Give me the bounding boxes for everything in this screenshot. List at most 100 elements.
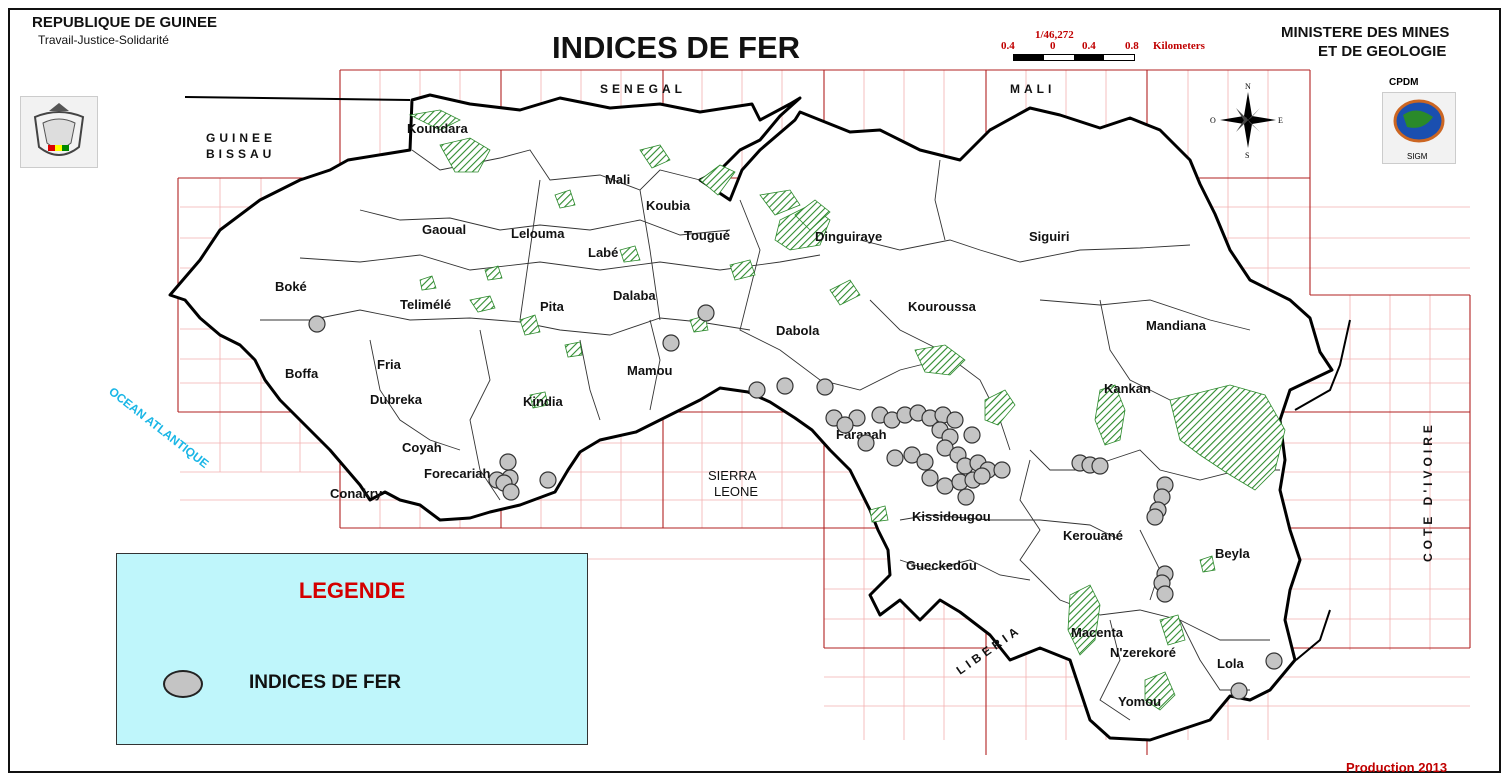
iron-index-point <box>936 477 954 495</box>
prefecture-labels: Koundara Mali Koubia Gaoual Lelouma Labé… <box>275 121 1250 709</box>
iron-index-point <box>748 381 766 399</box>
label-prefecture: Siguiri <box>1029 229 1069 244</box>
iron-index-point <box>776 377 794 395</box>
guinea-border <box>168 93 1334 742</box>
iron-index-point <box>836 416 854 434</box>
iron-index-point <box>1265 652 1283 670</box>
scale-tick-2: 0 <box>1050 40 1056 52</box>
map-frame <box>8 8 1501 773</box>
label-prefecture: N'zerekoré <box>1110 645 1176 660</box>
iron-index-point <box>1156 585 1174 603</box>
label-prefecture: Coyah <box>402 440 442 455</box>
label-prefecture: Mamou <box>627 363 673 378</box>
label-prefecture: Boffa <box>285 366 319 381</box>
neighbour-borders <box>184 96 1351 661</box>
label-prefecture: Lola <box>1217 656 1244 671</box>
country-name: REPUBLIQUE DE GUINEE <box>32 14 218 31</box>
iron-index-point <box>946 411 964 429</box>
cpdm-logo: CPDM SIGM <box>1382 77 1456 164</box>
compass-w: O <box>1210 116 1216 125</box>
iron-index-point <box>539 471 557 489</box>
label-sierra-leone-1: SIERRA <box>708 468 757 483</box>
label-prefecture: Labé <box>588 245 618 260</box>
label-prefecture: Kindia <box>523 394 563 409</box>
label-prefecture: Kankan <box>1104 381 1151 396</box>
iron-indices <box>308 304 1283 700</box>
iron-index-point <box>1146 508 1164 526</box>
scale-tick-3: 0.4 <box>1082 40 1096 52</box>
globe-icon <box>1393 99 1445 143</box>
label-prefecture: Kissidougou <box>912 509 991 524</box>
label-mali: MALI <box>1010 82 1055 96</box>
label-prefecture: Koundara <box>407 121 468 136</box>
legend-circle-icon <box>163 670 203 698</box>
label-guinee-bissau-1: GUINEE <box>206 131 276 145</box>
map-title: INDICES DE FER <box>552 30 801 65</box>
label-guinee-bissau-2: BISSAU <box>206 147 275 161</box>
iron-index-point <box>816 378 834 396</box>
label-prefecture: Lelouma <box>511 226 565 241</box>
compass-s: S <box>1245 151 1249 160</box>
label-prefecture: Kerouané <box>1063 528 1123 543</box>
iron-index-point <box>993 461 1011 479</box>
label-prefecture: Dabola <box>776 323 820 338</box>
label-prefecture: Mali <box>605 172 630 187</box>
label-prefecture: Forecariah <box>424 466 491 481</box>
label-sierra-leone-2: LEONE <box>714 484 758 499</box>
legend-box: LEGENDE INDICES DE FER <box>116 553 588 745</box>
ministry-line2: ET DE GEOLOGIE <box>1318 43 1447 60</box>
country-motto: Travail-Justice-Solidarité <box>38 33 169 47</box>
guinea-coat-of-arms-icon <box>20 96 98 168</box>
iron-index-point <box>916 453 934 471</box>
iron-index-point <box>662 334 680 352</box>
legend-item-label: INDICES DE FER <box>249 672 402 693</box>
scale-tick-4: 0.8 <box>1125 40 1139 52</box>
compass-e: E <box>1278 116 1283 125</box>
iron-index-point <box>963 426 981 444</box>
iron-index-point <box>903 446 921 464</box>
label-prefecture: Dinguiraye <box>815 229 882 244</box>
label-prefecture: Koubia <box>646 198 691 213</box>
production-note: Production 2013 <box>1346 760 1448 775</box>
label-prefecture: Boké <box>275 279 307 294</box>
label-prefecture: Dubreka <box>370 392 423 407</box>
scale-unit: Kilometers <box>1153 40 1205 52</box>
iron-index-point <box>857 434 875 452</box>
iron-index-point <box>886 449 904 467</box>
label-prefecture: Tougué <box>684 228 730 243</box>
compass-n: N <box>1245 82 1251 91</box>
label-prefecture: Gaoual <box>422 222 466 237</box>
label-prefecture: Conakry <box>330 486 383 501</box>
label-prefecture: Beyla <box>1215 546 1250 561</box>
iron-index-point <box>499 453 517 471</box>
label-prefecture: Kouroussa <box>908 299 977 314</box>
label-prefecture: Macenta <box>1071 625 1124 640</box>
label-prefecture: Fria <box>377 357 402 372</box>
label-cote-divoire: COTE D'IVOIRE <box>1421 421 1435 562</box>
label-prefecture: Gueckedou <box>906 558 977 573</box>
iron-index-point <box>697 304 715 322</box>
label-prefecture: Yomou <box>1118 694 1161 709</box>
label-prefecture: Mandiana <box>1146 318 1207 333</box>
iron-index-point <box>308 315 326 333</box>
sigm-label: SIGM <box>1407 152 1428 161</box>
label-ocean: OCEAN ATLANTIQUE <box>106 384 211 471</box>
label-prefecture: Dalaba <box>613 288 656 303</box>
iron-index-point <box>957 488 975 506</box>
scale-tick-1: 0.4 <box>1001 40 1015 52</box>
iron-index-point <box>921 469 939 487</box>
iron-index-point <box>1230 682 1248 700</box>
scale-ratio: 1/46,272 <box>1035 29 1074 41</box>
label-prefecture: Telimélé <box>400 297 451 312</box>
label-prefecture: Pita <box>540 299 565 314</box>
iron-index-point <box>973 467 991 485</box>
ministry-line1: MINISTERE DES MINES <box>1281 24 1450 41</box>
iron-index-point <box>1091 457 1109 475</box>
label-senegal: SENEGAL <box>600 82 686 96</box>
legend-title: LEGENDE <box>298 578 406 603</box>
cpdm-label: CPDM <box>1389 77 1419 88</box>
iron-index-point <box>936 439 954 457</box>
scale-bar <box>1013 54 1135 61</box>
compass-rose-icon: N S E O <box>1210 82 1283 160</box>
